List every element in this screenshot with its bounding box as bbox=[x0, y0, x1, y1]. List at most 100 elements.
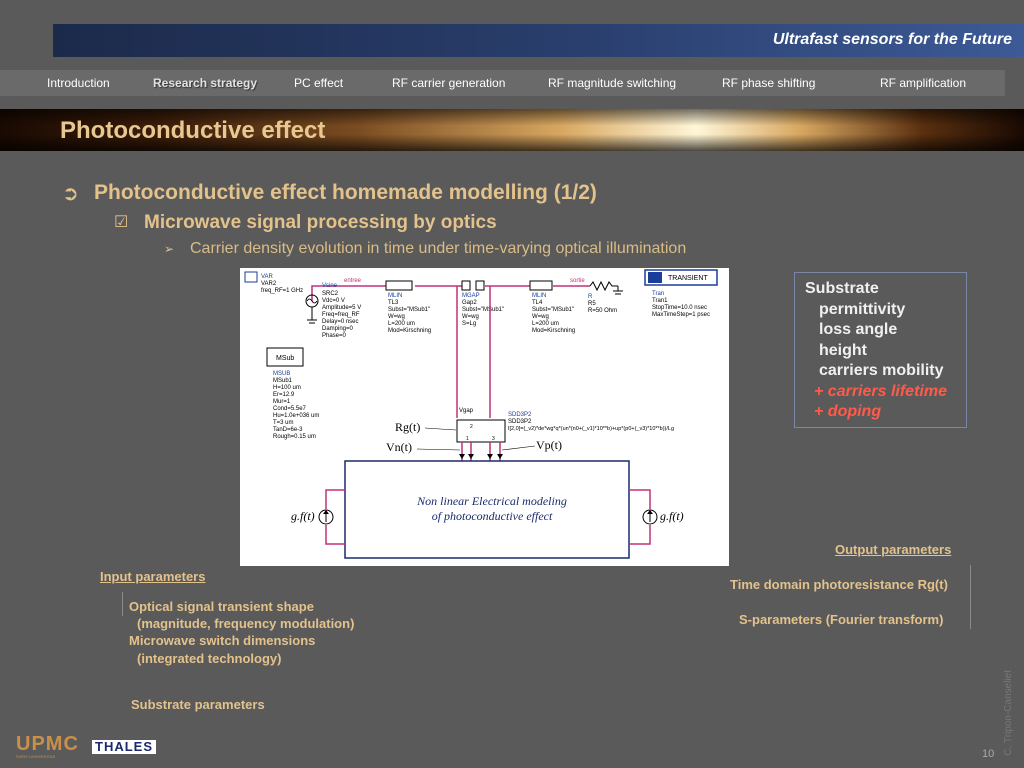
checkbox-bullet-icon: ☑ bbox=[114, 214, 129, 231]
src-line: Phase=0 bbox=[322, 333, 347, 339]
nav-item-pc-effect[interactable]: PC effect bbox=[294, 76, 344, 90]
output-parameters-label[interactable]: Output parameters bbox=[835, 542, 952, 557]
sdd-pin-label: 2 bbox=[470, 424, 473, 430]
input-param-line: Optical signal transient shape bbox=[129, 599, 314, 614]
mlin-out-line: W=wg bbox=[532, 314, 549, 320]
sdd-line: SDD3P2 bbox=[508, 419, 532, 425]
mlin-in-line: W=wg bbox=[388, 314, 405, 320]
nav-item-research-strategy[interactable]: Research strategy bbox=[153, 76, 258, 90]
substrate-highlight: + carriers lifetime bbox=[814, 382, 947, 400]
src-title: Vsine bbox=[322, 283, 338, 289]
header-bar: Ultrafast sensors for the Future bbox=[53, 24, 1024, 57]
label-gf-left: g.f(t) bbox=[291, 509, 315, 523]
transient-icon bbox=[648, 272, 662, 283]
mlin-out-line: Subst="MSub1" bbox=[532, 307, 574, 313]
substrate-item: permittivity bbox=[819, 300, 906, 318]
var-line: VAR2 bbox=[261, 281, 277, 287]
input-param-line: (magnitude, frequency modulation) bbox=[137, 616, 355, 631]
mlin-in-line: Mod=Kirschning bbox=[388, 328, 431, 334]
upmc-logo: UPMC PARIS UNIVERSITAS bbox=[16, 734, 79, 759]
msub-line: Er=12.9 bbox=[273, 392, 295, 398]
label-sortie: sortie bbox=[570, 278, 585, 284]
substrate-item: loss angle bbox=[819, 321, 898, 338]
msub-line: H=100 um bbox=[273, 385, 301, 391]
mlin-out-line: Mod=Kirschning bbox=[532, 328, 575, 334]
output-param-sparams: S-parameters (Fourier transform) bbox=[739, 612, 944, 627]
sdd-title: SDD3P2 bbox=[508, 412, 532, 418]
tran-line: Tran1 bbox=[652, 298, 668, 304]
input-param-line: (integrated technology) bbox=[137, 651, 282, 666]
input-param-line: Microwave switch dimensions bbox=[129, 633, 316, 648]
input-parameters-label[interactable]: Input parameters bbox=[100, 569, 206, 584]
label-gf-right: g.f(t) bbox=[660, 509, 684, 523]
mgap-block bbox=[475, 280, 485, 291]
sdd-pin-label: 1 bbox=[466, 436, 469, 442]
msub-line: T=3 um bbox=[273, 420, 294, 426]
input-param-substrate: Substrate parameters bbox=[131, 697, 265, 712]
bullet-level2: Microwave signal processing by optics bbox=[144, 212, 497, 233]
src-line: Freq=freq_RF bbox=[322, 312, 360, 318]
msub-title: MSUB bbox=[273, 371, 290, 377]
msub-label: MSub bbox=[276, 355, 294, 362]
label-vn: Vn(t) bbox=[386, 440, 412, 454]
transient-block bbox=[644, 269, 718, 286]
var-line: freq_RF=1 GHz bbox=[261, 288, 303, 294]
nav-item-rf-magnitude-switching[interactable]: RF magnitude switching bbox=[548, 76, 677, 90]
msub-line: TanD=6e-3 bbox=[273, 427, 303, 433]
src-line: Delay=0 nsec bbox=[322, 319, 359, 325]
wire bbox=[325, 489, 345, 509]
page-title: Photoconductive effect bbox=[60, 117, 326, 144]
input-divider bbox=[122, 592, 123, 616]
msub-line: Cond=5.5e7 bbox=[273, 406, 307, 412]
bullet-level1: Photoconductive effect homemade modellin… bbox=[94, 181, 597, 204]
substrate-highlight: + doping bbox=[814, 403, 882, 420]
mlin-in-block bbox=[385, 280, 413, 291]
resistor-line: R=50 Ohm bbox=[588, 308, 617, 314]
mgap-line: W=wg bbox=[462, 314, 479, 320]
upmc-logo-text: UPMC bbox=[16, 733, 79, 755]
model-box-line1: Non linear Electrical modeling bbox=[416, 494, 567, 508]
mgap-line: Gap2 bbox=[462, 300, 477, 306]
tran-line: MaxTimeStep=1 psec bbox=[652, 312, 710, 318]
label-vgap: Vgap bbox=[459, 408, 474, 414]
src-line: Damping=0 bbox=[322, 326, 354, 332]
mgap-title: MGAP bbox=[462, 293, 480, 299]
arrowhead-bullet-icon: ➢ bbox=[164, 242, 175, 256]
nav-item-rf-phase-shifting[interactable]: RF phase shifting bbox=[722, 76, 816, 90]
nav-item-introduction[interactable]: Introduction bbox=[47, 76, 110, 90]
resistor-title: R bbox=[588, 294, 593, 300]
upmc-logo-subtext: PARIS UNIVERSITAS bbox=[16, 754, 56, 759]
substrate-parameters-box: Substrate permittivity loss angle height… bbox=[794, 272, 967, 428]
wire-entree bbox=[311, 285, 386, 301]
substrate-item: height bbox=[819, 341, 867, 359]
circuit-schematic: VAR VAR2 freq_RF=1 GHz entree sortie Vsi… bbox=[240, 268, 729, 566]
msub-line: Mur=1 bbox=[273, 399, 291, 405]
mlin-in-line: L=200 um bbox=[388, 321, 415, 327]
mgap-block bbox=[461, 280, 471, 291]
var-title: VAR bbox=[261, 274, 274, 280]
mlin-out-title: MLIN bbox=[532, 293, 546, 299]
mlin-out-line: TL4 bbox=[532, 300, 543, 306]
output-param-rg: Time domain photoresistance Rg(t) bbox=[730, 577, 948, 592]
src-line: Vdc=0 V bbox=[322, 298, 345, 304]
tran-title: Tran bbox=[652, 291, 664, 297]
msub-block bbox=[266, 347, 304, 367]
nav-item-rf-carrier-generation[interactable]: RF carrier generation bbox=[392, 76, 506, 90]
sdd-pin-label: 3 bbox=[492, 436, 495, 442]
arrow-bullet-icon: ➲ bbox=[62, 183, 79, 205]
model-box-line2: of photoconductive effect bbox=[432, 509, 553, 523]
mlin-out-line: L=200 um bbox=[532, 321, 559, 327]
thales-logo: THALES bbox=[92, 740, 156, 754]
sdd-equation: I[2,0]=(_v2)*de*wg*q*(un*(n0+(_v1)*10**b… bbox=[508, 426, 674, 432]
var-icon bbox=[244, 271, 258, 283]
mlin-in-line: Subst="MSub1" bbox=[388, 307, 430, 313]
nav-item-rf-amplification[interactable]: RF amplification bbox=[880, 76, 967, 90]
tran-line: StopTime=10.0 nsec bbox=[652, 305, 707, 311]
nonlinear-model-box bbox=[344, 460, 630, 559]
resistor-line: R5 bbox=[588, 301, 596, 307]
title-band-shade bbox=[0, 109, 1024, 151]
wire bbox=[629, 525, 651, 545]
label-vp: Vp(t) bbox=[536, 438, 562, 452]
mlin-in-title: MLIN bbox=[388, 293, 402, 299]
label-entree: entree bbox=[344, 278, 362, 284]
